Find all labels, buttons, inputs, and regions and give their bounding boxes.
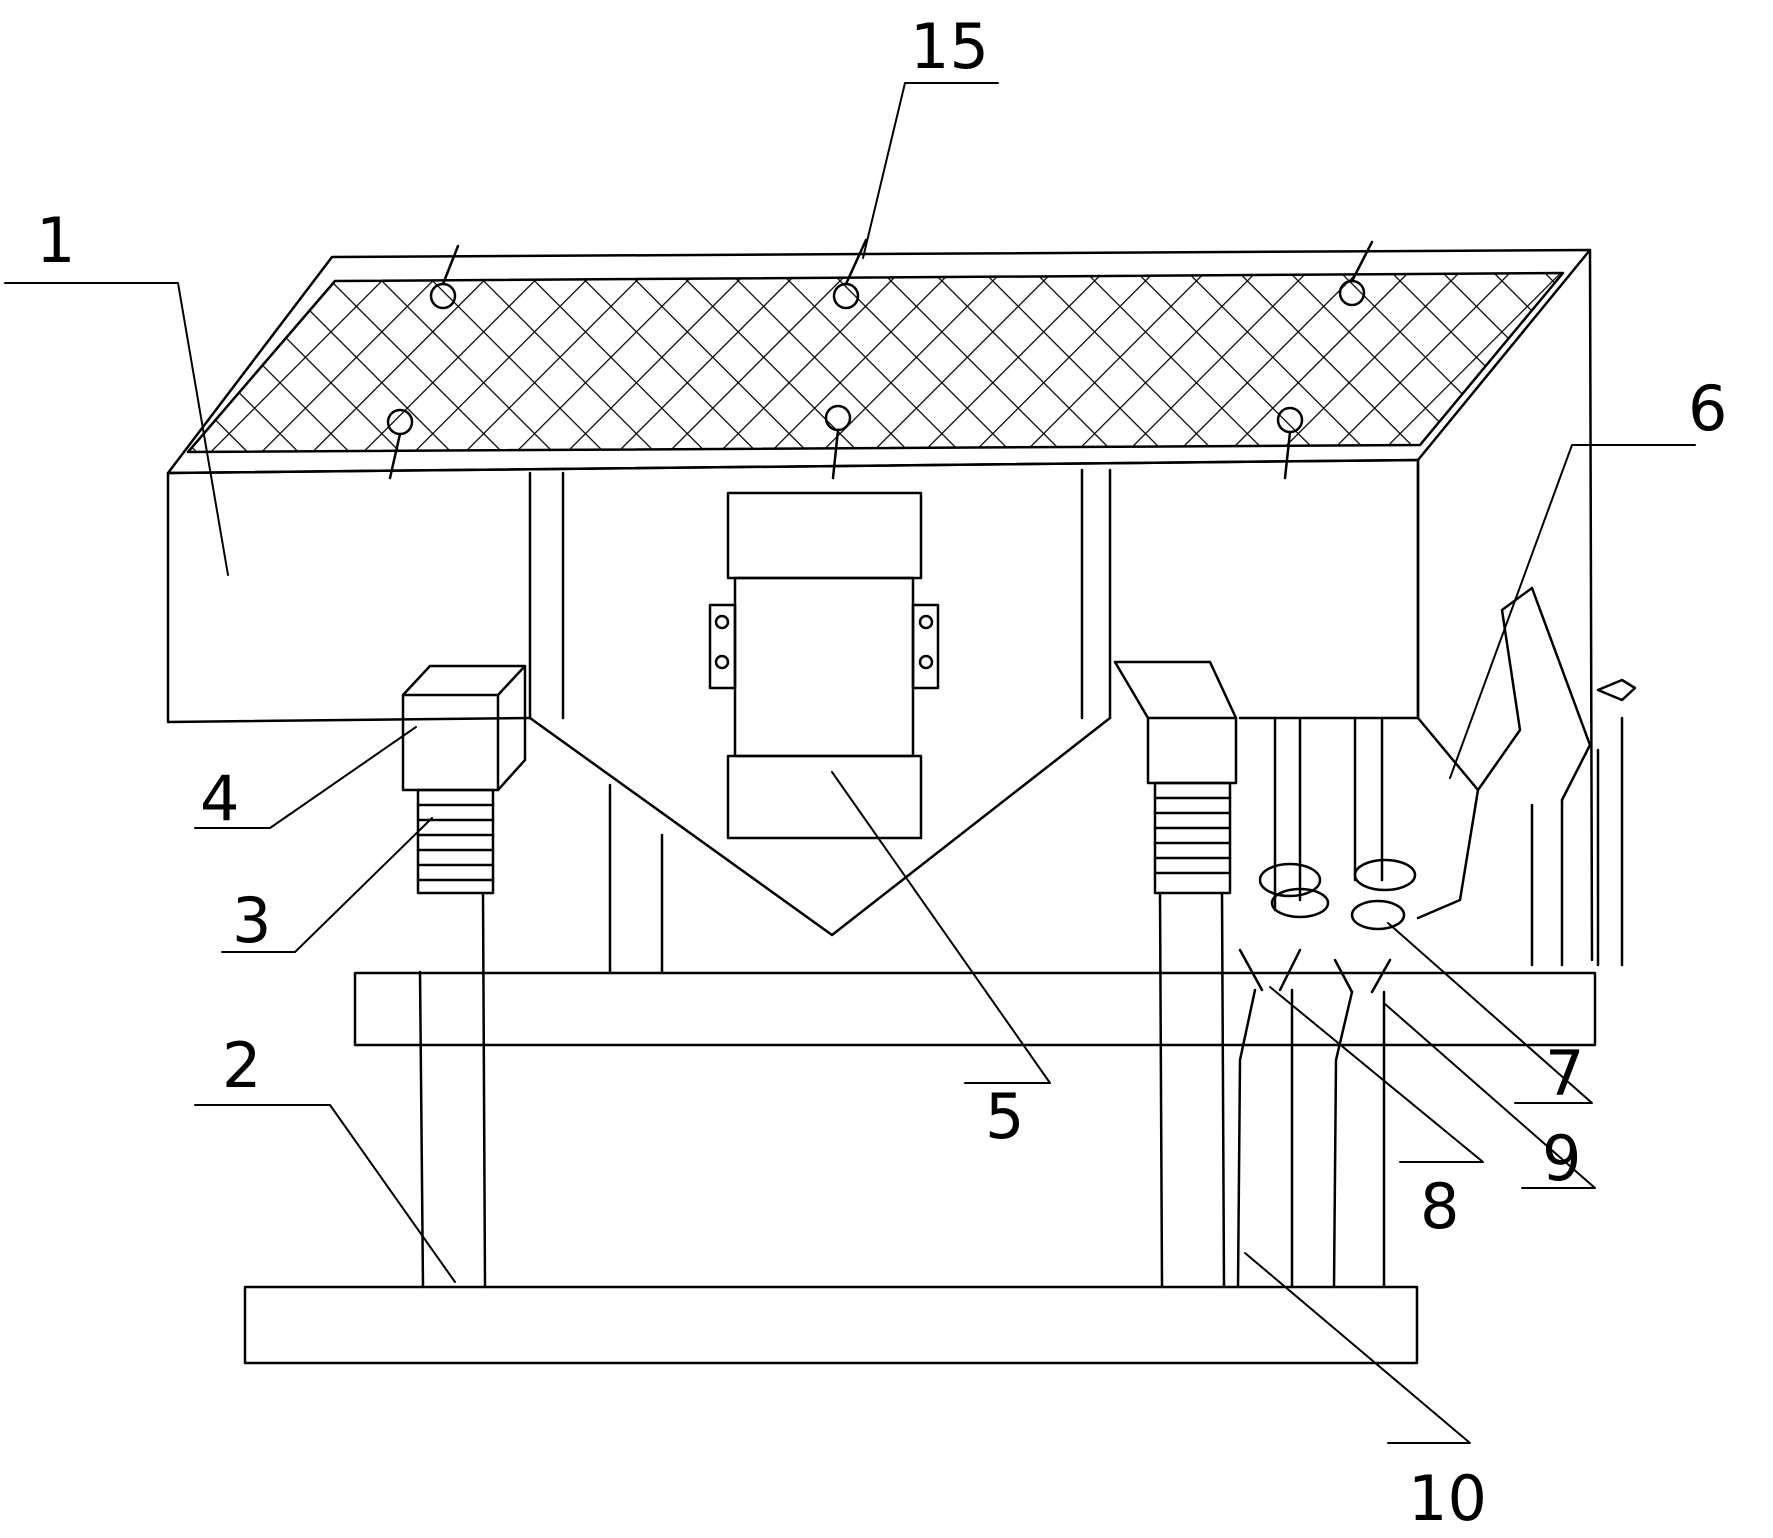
- side-outlet: [1416, 586, 1637, 920]
- vibration-motor: [708, 491, 940, 840]
- right-spring: [1153, 781, 1232, 895]
- left-support: [401, 664, 527, 1289]
- callout-9: 9: [1542, 1122, 1581, 1195]
- clamp-bolts: [386, 238, 1374, 480]
- callout-5: 5: [985, 1080, 1024, 1153]
- callout-2: 2: [222, 1029, 261, 1102]
- callout-1: 1: [36, 204, 75, 277]
- outlet-nozzles: [1238, 858, 1417, 994]
- right-spring-seat: [1146, 716, 1238, 785]
- callout-15: 15: [910, 10, 989, 83]
- frame-beam: [353, 971, 1597, 1047]
- callout-8: 8: [1420, 1170, 1459, 1243]
- callout-6: 6: [1688, 372, 1727, 445]
- leader-lines: [4, 82, 1696, 1444]
- left-spring: [416, 788, 495, 895]
- callout-labels: 1 2 3 4 5 6 7 8 9 10 15: [36, 10, 1727, 1535]
- right-support: [1113, 660, 1238, 1289]
- screen-mesh: [186, 271, 1565, 454]
- callout-3: 3: [232, 884, 271, 957]
- base-plate: [243, 1285, 1419, 1365]
- screen-box: [166, 458, 1420, 974]
- callout-10: 10: [1408, 1462, 1487, 1533]
- left-spring-seat: [401, 693, 500, 792]
- callout-4: 4: [200, 762, 239, 835]
- discharge-pipes: [1236, 716, 1624, 1289]
- callout-7: 7: [1545, 1037, 1584, 1110]
